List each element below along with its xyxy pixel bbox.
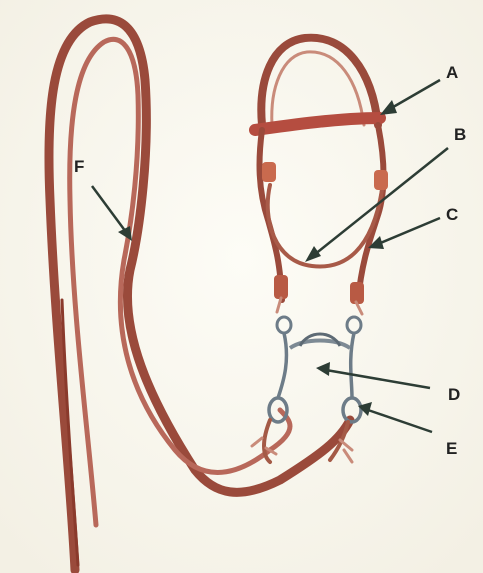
keeper-left-upper — [262, 162, 276, 182]
keeper-right-lower — [350, 282, 364, 304]
label-b: B — [454, 125, 466, 144]
keeper-left-lower — [274, 275, 288, 299]
label-d: D — [448, 385, 460, 404]
label-e: E — [446, 439, 457, 458]
label-c: C — [446, 205, 458, 224]
keeper-right-upper — [374, 170, 388, 190]
label-a: A — [446, 63, 458, 82]
label-f: F — [74, 157, 84, 176]
